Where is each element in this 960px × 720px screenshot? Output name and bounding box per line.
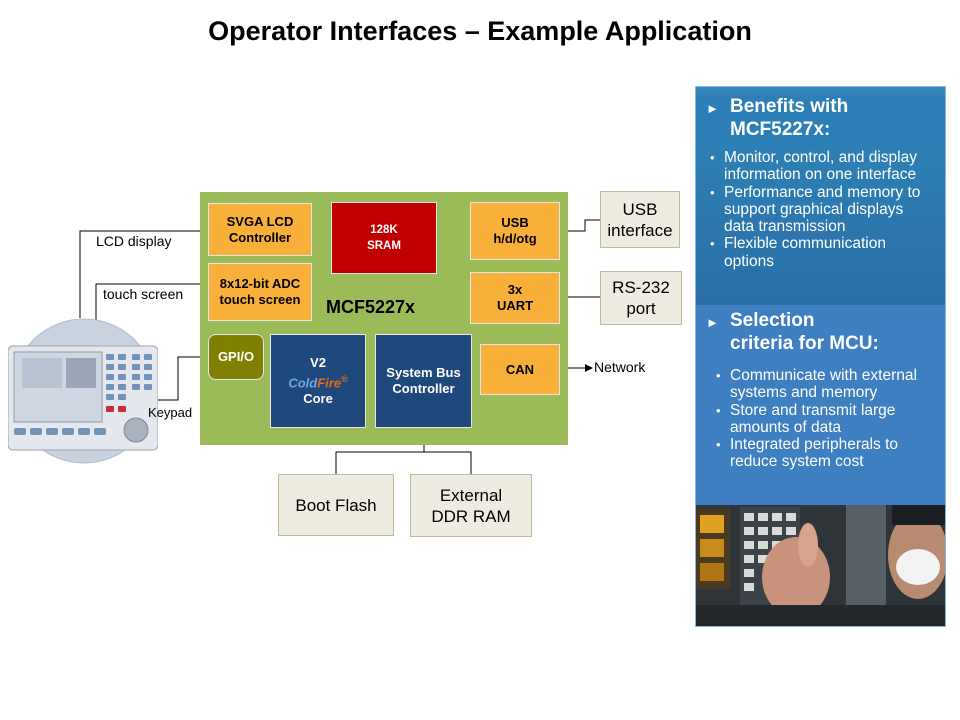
keypad-line xyxy=(140,356,208,401)
benefits-heading: ► Benefits with MCF5227x: xyxy=(696,95,945,147)
benefits-arrow-icon: ► xyxy=(706,101,719,116)
system-bus-controller-block: System Bus Controller xyxy=(375,334,472,428)
gpio-block: GPI/O xyxy=(208,334,264,380)
hmi-device-illustration xyxy=(7,318,159,464)
slide-title: Operator Interfaces – Example Applicatio… xyxy=(208,16,752,46)
info-sidebar: ► Benefits with MCF5227x: Monitor, contr… xyxy=(695,86,946,627)
criteria-item: Integrated peripherals to reduce system … xyxy=(716,436,942,471)
adc-touch-screen-block: 8x12-bit ADC touch screen xyxy=(208,263,312,321)
core-v2-text: V2 xyxy=(310,354,326,370)
rs232-port-box: RS-232 port xyxy=(600,271,682,325)
benefit-item: Flexible communication options xyxy=(710,235,936,270)
can-block: CAN xyxy=(480,344,560,395)
keypad-label: Keypad xyxy=(148,405,193,420)
svga-lcd-controller-block: SVGA LCD Controller xyxy=(208,203,312,256)
benefit-item: Monitor, control, and display informatio… xyxy=(710,149,936,184)
lcd-line xyxy=(79,230,200,318)
operator-panel-image xyxy=(7,318,159,468)
core-label-text: Core xyxy=(303,391,333,407)
lcd-display-label: LCD display xyxy=(96,233,172,249)
criteria-item: Communicate with external systems and me… xyxy=(716,367,942,402)
usb-line xyxy=(568,219,600,232)
benefits-panel: ► Benefits with MCF5227x: Monitor, contr… xyxy=(696,87,945,305)
usb-block: USB h/d/otg xyxy=(470,202,560,260)
touch-screen-label: touch screen xyxy=(103,286,184,302)
v2-coldfire-core-block: V2 ColdFire® Core xyxy=(270,334,366,428)
bus-line-ddr xyxy=(424,451,472,474)
sram-block: 128K SRAM xyxy=(331,202,437,274)
chip-name: MCF5227x xyxy=(326,297,416,317)
criteria-list: Communicate with external systems and me… xyxy=(716,367,942,471)
criteria-heading: ► Selection criteria for MCU: xyxy=(696,309,945,359)
operator-photo xyxy=(696,505,945,626)
criteria-panel: ► Selection criteria for MCU: Communicat… xyxy=(696,305,945,505)
criteria-heading-text: Selection criteria for MCU: xyxy=(730,310,879,354)
criteria-arrow-icon: ► xyxy=(706,315,719,330)
benefits-list: Monitor, control, and display informatio… xyxy=(710,149,936,270)
benefit-item: Performance and memory to support graphi… xyxy=(710,184,936,236)
boot-flash-box: Boot Flash xyxy=(278,474,394,536)
coldfire-logo: ColdFire® xyxy=(288,371,347,391)
coldfire-logo-cold: Cold xyxy=(288,375,318,391)
operator-control-panel-illustration xyxy=(696,505,945,626)
criteria-item: Store and transmit large amounts of data xyxy=(716,402,942,437)
ddr-ram-box: External DDR RAM xyxy=(410,474,532,537)
coldfire-logo-fire: Fire xyxy=(317,375,342,391)
network-label: Network xyxy=(594,359,646,375)
usb-interface-box: USB interface xyxy=(600,191,680,248)
registered-mark: ® xyxy=(341,373,348,384)
uart-block: 3x UART xyxy=(470,272,560,324)
benefits-heading-text: Benefits with MCF5227x: xyxy=(730,96,849,140)
